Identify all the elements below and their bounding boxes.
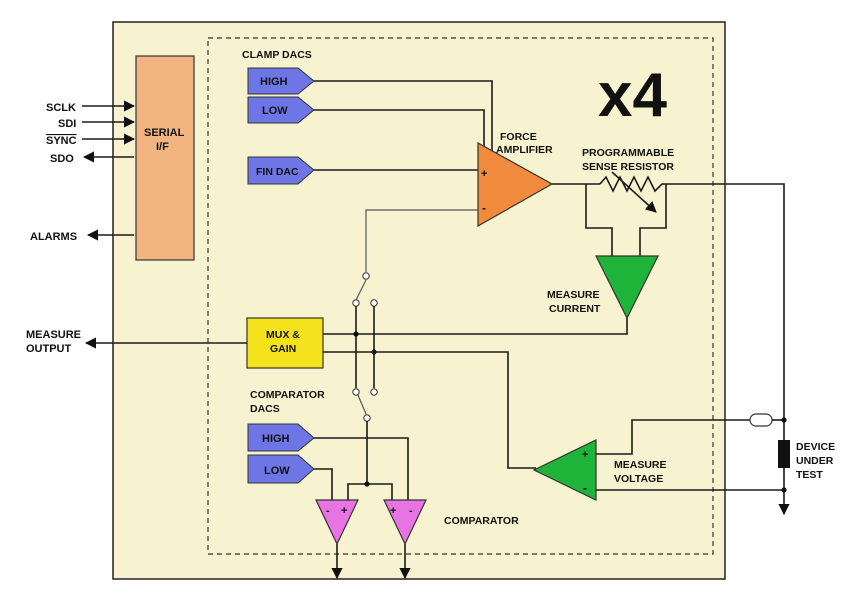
clamp-dac-high-label: HIGH [260, 76, 288, 88]
measure-output-label-1: MEASURE [26, 329, 81, 341]
mv-sense-wire [596, 419, 752, 455]
sense-tap-right [639, 184, 667, 264]
clamp-high-wire [314, 80, 493, 155]
mux-gain-block [246, 317, 324, 369]
measure-current-label-2: CURRENT [549, 303, 601, 315]
cmp-sense-wire-b [367, 483, 393, 500]
serial-if-block [135, 55, 195, 261]
cmp-left-plus: + [341, 505, 347, 517]
cmp-dac-high-label: HIGH [262, 433, 290, 445]
measure-voltage-label-1: MEASURE [614, 459, 667, 471]
fin-dac [247, 156, 315, 185]
mux-gain-label-1: MUX & [266, 329, 300, 341]
clamp-dacs-label: CLAMP DACS [242, 49, 312, 61]
clamp-dac-low-label: LOW [262, 105, 288, 117]
serial-if-label-2: I/F [156, 141, 169, 153]
switch-node-6 [363, 414, 371, 422]
dut-resistor [778, 440, 790, 468]
signal-sync: SYNC [46, 135, 77, 147]
clamp-dac-low [247, 96, 315, 124]
cmp-high-wire [314, 437, 409, 500]
sense-connector [749, 413, 773, 427]
measure-current-out [323, 318, 628, 335]
switch-node-5 [370, 388, 378, 396]
dut-label-3: TEST [796, 469, 823, 481]
sense-tap-left [585, 184, 613, 264]
prog-sense-label-2: SENSE RESISTOR [582, 161, 674, 173]
fin-dac-label: FIN DAC [256, 166, 299, 178]
sense-resistor [599, 175, 690, 193]
signal-sclk: SCLK [46, 102, 76, 114]
force-amplifier [477, 141, 554, 228]
channel-boundary [207, 37, 714, 555]
mv-plus: + [582, 449, 588, 461]
force-amplifier-label-1: FORCE [500, 131, 537, 143]
cmp-right-minus: - [409, 505, 413, 517]
sense-resistor-arrow [611, 171, 657, 213]
force-to-dut-wire [690, 183, 790, 516]
measure-current-amp [595, 255, 659, 320]
comparator-dacs-label-1: COMPARATOR [250, 389, 325, 401]
serial-if-label-1: SERIAL [144, 127, 185, 139]
measure-voltage-label-2: VOLTAGE [614, 473, 663, 485]
feedback-wire [365, 209, 478, 272]
measure-voltage-amp [532, 439, 597, 501]
comparator-dac-high [247, 423, 315, 452]
comparator-dacs-label-2: DACS [250, 403, 280, 415]
cmp-low-wire [314, 468, 333, 500]
clamp-low-wire [314, 109, 485, 162]
switch-node-3 [370, 299, 378, 307]
mux-to-mv-wire [323, 351, 536, 469]
multiplier-label: x4 [598, 61, 667, 130]
switch-blade-1 [355, 279, 367, 301]
junction-4 [781, 487, 787, 493]
comparator-label: COMPARATOR [444, 515, 519, 527]
dut-label-1: DEVICE [796, 441, 835, 453]
comparator-right [383, 499, 427, 546]
signal-sdi: SDI [58, 118, 76, 130]
prog-sense-label-1: PROGRAMMABLE [582, 147, 674, 159]
comparator-left [315, 499, 359, 546]
junction-1 [353, 331, 359, 337]
clamp-dac-high [247, 67, 315, 95]
force-amp-minus: - [482, 201, 486, 215]
comparator-dac-low [247, 454, 315, 484]
signal-sdo: SDO [50, 153, 74, 165]
measure-current-label-1: MEASURE [547, 289, 600, 301]
mux-gain-label-2: GAIN [270, 343, 296, 355]
measure-output-label-2: OUTPUT [26, 343, 72, 355]
switch-blade-2 [357, 394, 367, 415]
cmp-left-minus: - [326, 505, 330, 517]
cmp-dac-low-label: LOW [264, 465, 290, 477]
dut-label-2: UNDER [796, 455, 834, 467]
mv-minus: - [583, 481, 587, 495]
junction-5 [364, 481, 370, 487]
switch-node-2 [352, 299, 360, 307]
switch-node-4 [352, 388, 360, 396]
junction-3 [781, 417, 787, 423]
switch-node-1 [362, 272, 370, 280]
cmp-sense-wire-a [347, 421, 368, 500]
force-amp-plus: + [481, 168, 487, 180]
signal-alarms: ALARMS [30, 231, 77, 243]
cmp-right-plus: + [390, 505, 396, 517]
force-amplifier-label-2: AMPLIFIER [496, 144, 553, 156]
